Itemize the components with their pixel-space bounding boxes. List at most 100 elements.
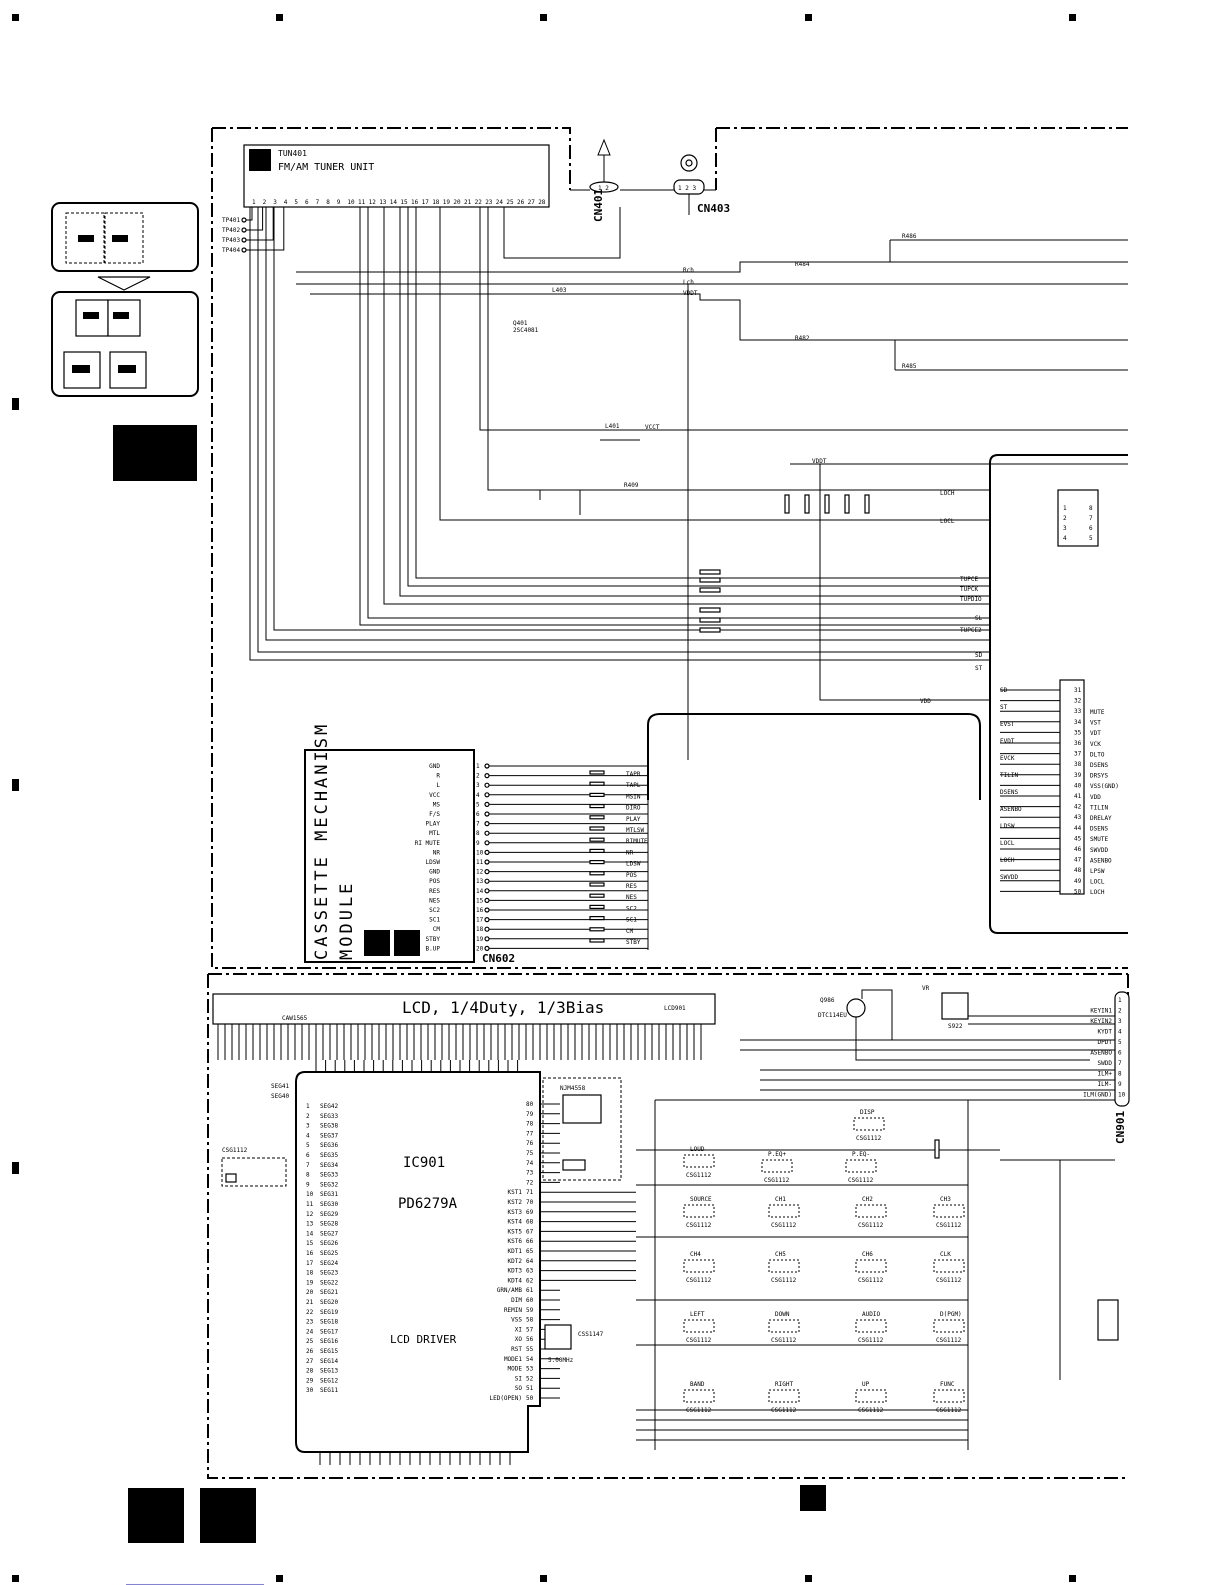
svg-text:TUPDIO: TUPDIO — [960, 596, 982, 603]
key-label: LOUD — [690, 1146, 705, 1153]
right-ic-pin: 37 — [1074, 751, 1082, 758]
tuner-testpoint: TP404 — [222, 247, 240, 254]
cassette-right-label: TAPR — [626, 771, 641, 778]
svg-text:1 2 3: 1 2 3 — [678, 185, 696, 192]
svg-text:R482: R482 — [795, 335, 810, 342]
key-part: CSG1112 — [848, 1177, 874, 1184]
right-side-wiring — [740, 1015, 1119, 1380]
small-ic-part: NJM4558 — [560, 1085, 586, 1092]
ic901-left-signal: SEG18 — [320, 1319, 338, 1326]
cassette-pin-signal: RES — [429, 888, 440, 895]
ic901-right-pin: 79 — [526, 1111, 534, 1118]
ic901-right-signal: LED(OPEN) — [489, 1395, 522, 1402]
registration-marks — [12, 14, 1076, 1582]
osc-freq: 5.00MHz — [548, 1357, 574, 1364]
svg-text:R484: R484 — [795, 261, 810, 268]
cn901-pin: 9 — [1118, 1081, 1122, 1088]
cassette-right-block: TAPRTAPLMSINDIROPLAYMTLSWRIMUTENRLDSWPOS… — [589, 713, 981, 950]
cassette-pin-number: 11 — [476, 859, 484, 866]
tuner-pin: 8 — [326, 199, 330, 206]
key-switch — [933, 1319, 965, 1333]
ic901-desc: LCD DRIVER — [390, 1333, 457, 1346]
ic901-right-signal: KDT1 — [508, 1248, 523, 1255]
tuner-pin: 11 — [358, 199, 366, 206]
right-ic-pin: 48 — [1074, 867, 1082, 874]
tuner-pin: 24 — [496, 199, 504, 206]
cn901-pin: 2 — [1118, 1008, 1122, 1015]
ic901-right-pin: 64 — [526, 1258, 534, 1265]
ic901-right-pin: 54 — [526, 1356, 534, 1363]
cn901-signal: KEYIN2 — [1090, 1018, 1112, 1025]
key-switch — [853, 1117, 885, 1131]
ic901-right-signal: KST3 — [508, 1209, 523, 1216]
right-ic-pin-name: SWVDD — [1090, 847, 1108, 854]
ic901-right-pin: 62 — [526, 1277, 534, 1284]
cassette-right-label: RES — [626, 883, 637, 890]
ic901-right-signal: KDT3 — [508, 1268, 523, 1275]
tuner-testpoint: TP402 — [222, 227, 240, 234]
right-ic-pin-name: VDT — [1090, 730, 1101, 737]
cassette-pin-signal: GND — [429, 763, 440, 770]
ic901-left-pin: 11 — [306, 1201, 314, 1208]
key-part: CSG1112 — [858, 1337, 884, 1344]
ic901-ref: IC901 — [403, 1155, 445, 1171]
tuner-testpoint: TP401 — [222, 217, 240, 224]
tuner-pin: 17 — [422, 199, 430, 206]
ic901-right-pin: 68 — [526, 1219, 534, 1226]
cn901-pin: 3 — [1118, 1018, 1122, 1025]
right-ic-signal: EVDT — [1000, 738, 1015, 745]
tuner-pin: 23 — [485, 199, 493, 206]
osc-part: CSS1147 — [578, 1331, 604, 1338]
cassette-pin-signal: CM — [433, 926, 441, 933]
ic901-left-signal: SEG29 — [320, 1211, 338, 1218]
right-ic-block: 1 2 3 4 8 7 6 5 313233343536373839404142… — [989, 454, 1128, 934]
key-label: P.EQ+ — [768, 1151, 786, 1158]
key-part: CSG1112 — [771, 1277, 797, 1284]
right-ic-pin: 31 — [1074, 687, 1082, 694]
key-switch — [855, 1204, 887, 1218]
svg-text:Q401: Q401 — [513, 320, 528, 327]
right-ic-pin-name: ASENBO — [1090, 857, 1112, 864]
tuner-pin: 21 — [464, 199, 472, 206]
ic901-left-signal: SEG30 — [320, 1201, 338, 1208]
cassette-right-label: MTLSW — [626, 827, 644, 834]
lcd-label: LCD, 1/4Duty, 1/3Bias — [402, 998, 604, 1017]
ic901-left-pin: 9 — [306, 1181, 310, 1188]
ic901-right-signal: KST1 — [508, 1189, 523, 1196]
right-ic-pin-name: VSS(GND) — [1090, 783, 1119, 790]
right-ic-signal: LOCL — [1000, 840, 1015, 847]
key-part: CSG1112 — [858, 1407, 884, 1414]
svg-text:LOCL: LOCL — [940, 518, 955, 525]
ic901-topseg2: SEG40 — [271, 1093, 289, 1100]
ic901-left-signal: SEG23 — [320, 1270, 338, 1277]
right-ic-pin: 38 — [1074, 761, 1082, 768]
lcd-part: CAW1565 — [282, 1015, 308, 1022]
ic901-right-pin: 76 — [526, 1140, 534, 1147]
cn901-signal: ILM(GND) — [1083, 1092, 1112, 1099]
q986-ref: Q986 — [820, 997, 835, 1004]
ic901-left-pin: 1 — [306, 1103, 310, 1110]
right-ic-pin: 50 — [1074, 888, 1082, 895]
tuner-pin: 25 — [506, 199, 514, 206]
ic901-left-signal: SEG27 — [320, 1230, 338, 1237]
cassette-pin-number: 9 — [476, 840, 480, 847]
ic901-right-signal: KST2 — [508, 1199, 523, 1206]
cn901-connector: 12KEYIN13KEYIN24KYDT5DPDT6ASENBO7SWDD8IL… — [1083, 991, 1130, 1144]
key-label: CH3 — [940, 1196, 951, 1203]
ic901-topseg1: SEG41 — [271, 1083, 289, 1090]
svg-text:TUPCE2: TUPCE2 — [960, 627, 982, 634]
key-part: CSG1112 — [686, 1172, 712, 1179]
q986-area: Q986 DTC114EU VR S922 — [818, 985, 1090, 1061]
ic901-left-pin: 14 — [306, 1230, 314, 1237]
key-switch — [933, 1389, 965, 1403]
key-switch — [768, 1204, 800, 1218]
ic901-left-pin: 12 — [306, 1211, 314, 1218]
ic901-right-signal: KST5 — [508, 1228, 523, 1235]
right-ic-pin-name: VCK — [1090, 741, 1101, 748]
cassette-pin-number: 13 — [476, 878, 484, 885]
ic901-left-pin: 23 — [306, 1319, 314, 1326]
ic901-right-signal: MODE — [508, 1366, 523, 1373]
cassette-pin-number: 18 — [476, 926, 484, 933]
ic901-right-signal: REMIN — [504, 1307, 522, 1314]
